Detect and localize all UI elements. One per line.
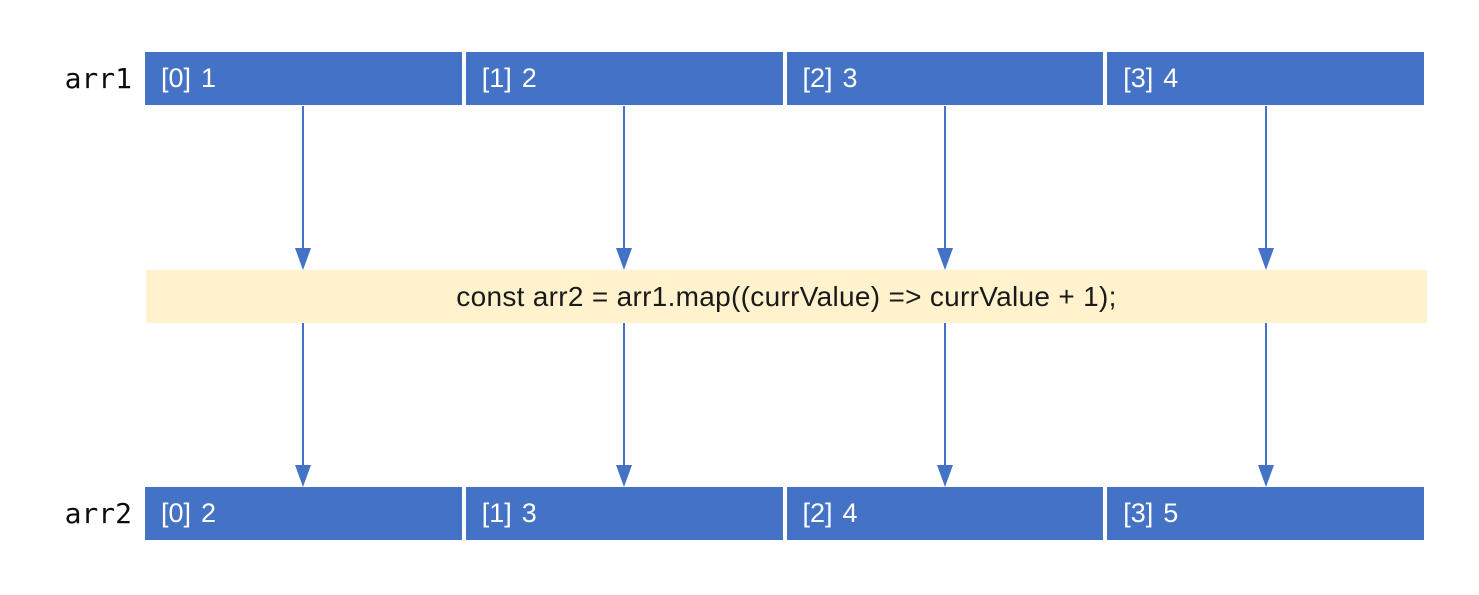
arr2-cell-0: [0] 2 (145, 487, 462, 540)
arr1-cell-3: [3] 4 (1107, 52, 1424, 105)
arr2-cell-2-value: 4 (842, 498, 858, 528)
arr1-cell-1: [1] 2 (465, 52, 783, 105)
arr2-cell-1: [1] 3 (465, 487, 783, 540)
arr2-cell-2: [2] 4 (786, 487, 1104, 540)
arr1-cell-2-index: [2] (802, 63, 833, 93)
arr1-cell-0-index: [0] (161, 63, 192, 93)
arr1-cell-3-value: 4 (1163, 63, 1179, 93)
arr2-cell-1-index: [1] (481, 498, 512, 528)
arr2-cell-0-index: [0] (161, 498, 192, 528)
arr2-cell-2-index: [2] (802, 498, 833, 528)
down-arrow-icon (1257, 106, 1275, 270)
down-arrow-icon (1257, 323, 1275, 487)
down-arrow-icon (936, 323, 954, 487)
arr2-label: arr2 (64, 497, 132, 530)
map-code-band: const arr2 = arr1.map((currValue) => cur… (146, 270, 1427, 323)
arr1-cell-2-value: 3 (842, 63, 858, 93)
arr2-cell-3-index: [3] (1123, 498, 1154, 528)
arr1-cell-3-index: [3] (1123, 63, 1154, 93)
arr2-cell-0-value: 2 (201, 498, 217, 528)
arr1-cell-2: [2] 3 (786, 52, 1104, 105)
arr2-cell-3: [3] 5 (1107, 487, 1424, 540)
arr1-cell-1-index: [1] (481, 63, 512, 93)
down-arrow-icon (936, 106, 954, 270)
down-arrow-icon (294, 106, 312, 270)
down-arrow-icon (294, 323, 312, 487)
arr1-label: arr1 (64, 62, 132, 95)
arr2-array-row: [0] 2 [1] 3 [2] 4 [3] 5 (145, 487, 1424, 540)
arr1-cell-0-value: 1 (201, 63, 217, 93)
map-code-text: const arr2 = arr1.map((currValue) => cur… (456, 280, 1117, 312)
down-arrow-icon (615, 106, 633, 270)
arr1-cell-1-value: 2 (521, 63, 537, 93)
arr1-array-row: [0] 1 [1] 2 [2] 3 [3] 4 (145, 52, 1424, 105)
arr2-cell-3-value: 5 (1163, 498, 1179, 528)
arr1-cell-0: [0] 1 (145, 52, 462, 105)
arr2-cell-1-value: 3 (521, 498, 537, 528)
down-arrow-icon (615, 323, 633, 487)
